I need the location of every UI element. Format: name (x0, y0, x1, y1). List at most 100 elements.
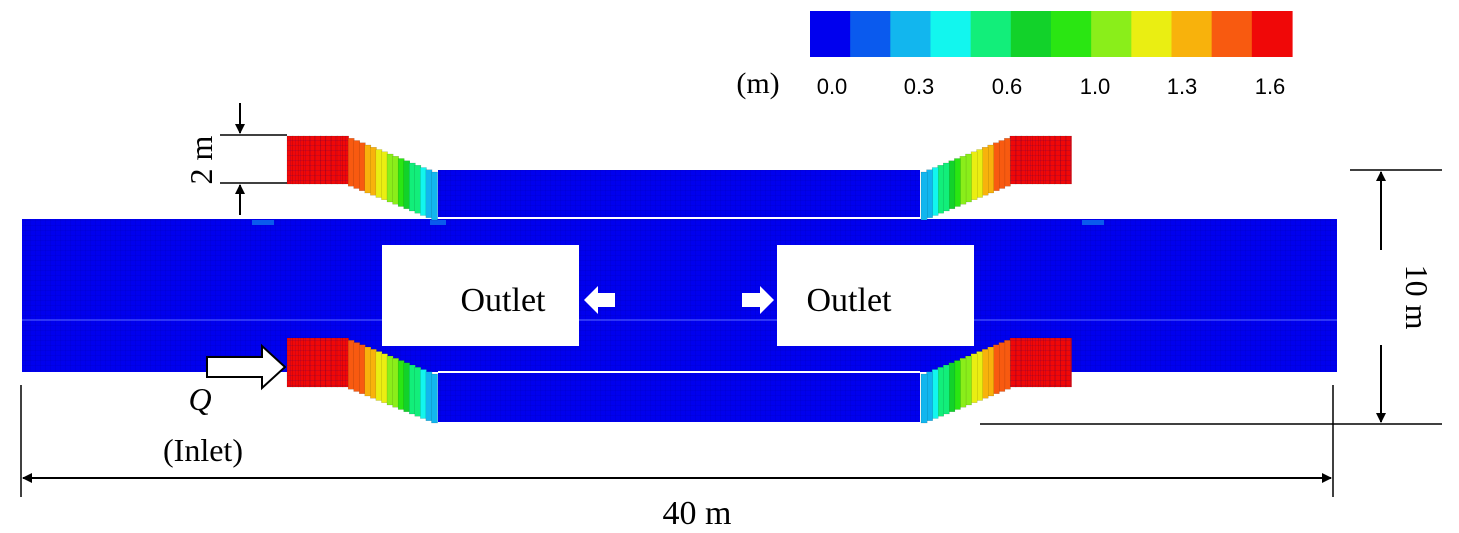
ramp-cell (414, 367, 422, 417)
colorbar-tick-1: 0.3 (904, 74, 935, 99)
ramp-cell (970, 151, 978, 200)
outlet-left-box (382, 245, 579, 346)
ramp-cell (420, 167, 427, 216)
outlet-right-arrow-icon (742, 286, 774, 314)
colorbar-swatches (810, 11, 1293, 57)
ramp-cell (386, 153, 394, 203)
ramp-cell (987, 144, 994, 194)
ramp-cell (364, 346, 372, 397)
ramp-mesh (1009, 338, 1071, 387)
colorbar-tick-2: 0.6 (992, 74, 1023, 99)
colorbar-swatch (1171, 11, 1213, 57)
colorbar-swatch (930, 11, 972, 57)
ramp-cell (987, 346, 994, 397)
outlet-left-label: Outlet (461, 282, 547, 319)
ramp-cell (959, 156, 967, 205)
inlet: Q (Inlet) (163, 343, 287, 468)
ramp-cell (425, 169, 433, 218)
dim-10m-label: 10 m (1399, 265, 1435, 330)
colorbar-swatch (810, 11, 851, 57)
ramp-cell (431, 373, 438, 424)
inlet-arrow-icon (206, 343, 287, 391)
ramp-cell (981, 147, 989, 196)
outlet-right-box (777, 245, 974, 346)
ramp-cell (347, 138, 355, 187)
dimension-2m: 2 m (183, 103, 287, 215)
mesh-overlay-main (22, 219, 1337, 372)
ramp-cell (392, 358, 399, 408)
ramp-cell (375, 351, 383, 401)
ramp-cell (931, 369, 939, 419)
colorbar-swatch (970, 11, 1012, 57)
ramp-mesh (1009, 136, 1071, 184)
ramp-cell (347, 340, 355, 390)
ramp-cell (920, 171, 928, 221)
ramp-cell (965, 355, 972, 406)
ramp-cell (375, 149, 383, 198)
ramp-cell (414, 165, 422, 214)
ramp-cell (998, 140, 1006, 189)
ramp-lower-left (286, 337, 438, 424)
ramp-cell (993, 142, 1000, 191)
inlet-label: (Inlet) (163, 432, 243, 468)
ramp-cell (937, 367, 944, 417)
colorbar-swatch (1251, 11, 1293, 57)
gradient-ramps (286, 135, 1072, 424)
colorbar-swatch (1010, 11, 1052, 57)
ramp-cell (397, 158, 405, 207)
ramp-cell (954, 158, 961, 207)
ramp-upper-left (286, 135, 438, 221)
ramp-cell (959, 358, 967, 408)
ramp-cell (976, 149, 983, 198)
ramp-cell (965, 153, 972, 203)
ramp-cell (993, 344, 1000, 394)
ramp-cell (397, 360, 405, 410)
ramp-cell (948, 160, 956, 209)
ramp-cell (926, 169, 933, 218)
ramp-cell (353, 140, 360, 189)
mesh-overlay-lower (438, 372, 920, 422)
ramp-cell (948, 362, 956, 412)
ramp-cell (386, 355, 394, 406)
small-cell-right (1082, 220, 1104, 225)
ramp-cell (364, 144, 372, 194)
ramp-lower-right (920, 337, 1072, 424)
ramp-cell (954, 360, 961, 410)
dimension-40m: 40 m (20, 385, 1334, 532)
small-cell-mid (430, 220, 446, 225)
colorbar-swatch (1131, 11, 1173, 57)
ramp-cell (981, 349, 989, 399)
inlet-symbol: Q (188, 381, 211, 417)
colorbar-tick-0: 0.0 (817, 74, 848, 99)
ramp-cell (943, 162, 950, 212)
ramp-cell (420, 369, 427, 419)
ramp-cell (370, 349, 377, 399)
ramp-cell (403, 362, 410, 412)
ramp-cell (931, 167, 939, 216)
outlet-left-arrow-icon (584, 286, 615, 314)
ramp-cell (1004, 340, 1011, 390)
mesh-overlay-upper (438, 170, 920, 218)
dim-2m-label: 2 m (183, 135, 219, 184)
colorbar-tick-3: 1.0 (1080, 74, 1111, 99)
ramp-cell (1004, 138, 1011, 187)
colorbar-unit-label: (m) (736, 67, 779, 100)
ramp-cell (425, 371, 433, 421)
ramp-cell (431, 171, 438, 221)
ramp-cell (920, 373, 928, 424)
ramp-cell (381, 151, 388, 200)
ramp-upper-right (920, 135, 1072, 221)
ramp-cell (381, 353, 388, 403)
ramp-cell (359, 142, 366, 191)
ramp-mesh (287, 338, 349, 387)
colorbar-swatch (1051, 11, 1092, 57)
ramp-cell (370, 147, 377, 196)
ramp-cell (353, 342, 360, 392)
colorbar-swatch (1211, 11, 1253, 57)
ramp-cell (359, 344, 366, 394)
colorbar-swatch (850, 11, 891, 57)
ramp-cell (409, 162, 416, 212)
colorbar-tick-4: 1.3 (1167, 74, 1198, 99)
dim-40m-label: 40 m (663, 495, 732, 532)
dimension-10m: 10 m (980, 169, 1442, 425)
